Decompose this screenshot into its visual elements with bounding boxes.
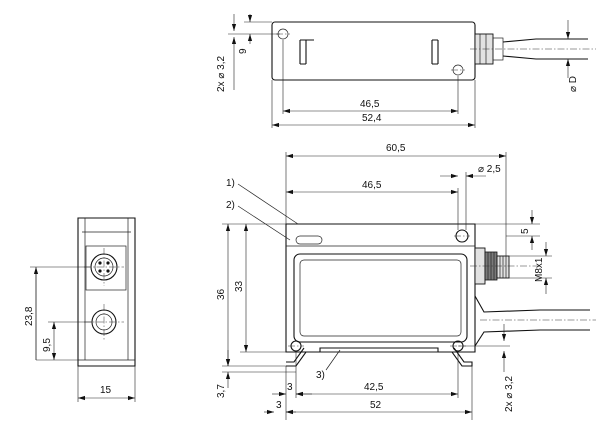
callout-1: 1) (226, 178, 235, 189)
top-dim-hole-spacing: 46,5 (360, 99, 380, 110)
top-view: 2x ⌀ 3,2 9 ⌀ D 46,5 52,4 (216, 14, 596, 128)
top-dim-hole-dia: 2x ⌀ 3,2 (216, 56, 227, 92)
front-view-body (77, 217, 136, 367)
top-dim-offset: 9 (238, 48, 249, 54)
callout-2: 2) (226, 200, 235, 211)
side-dim-inset-lower: 3 (276, 400, 282, 411)
front-dim-height-2: 9,5 (42, 338, 53, 352)
front-dim-height-1: 23,8 (24, 306, 35, 326)
callout-3: 3) (316, 370, 325, 381)
side-dim-overall-length: 60,5 (386, 143, 406, 154)
side-view-slot (295, 235, 323, 245)
side-dim-bottom-length: 52 (370, 400, 382, 411)
side-dim-thread: M8x1 (534, 257, 545, 282)
front-view-connector (85, 245, 127, 291)
front-view: 23,8 9,5 15 (24, 217, 136, 402)
top-view-slot-right (431, 39, 439, 65)
side-view: 1) 2) 3) 60,5 46,5 ⌀ 2,5 5 M8x1 (216, 143, 596, 420)
side-dim-bottom-hole-spacing: 42,5 (364, 382, 384, 393)
top-dim-cable-dia: ⌀ D (568, 76, 579, 92)
front-dim-width: 15 (100, 385, 112, 396)
side-dim-inset-upper: 3 (287, 382, 293, 393)
top-view-slot-left (299, 39, 314, 65)
top-view-body (271, 21, 476, 81)
side-view-window (293, 253, 468, 343)
side-dim-small-hole: ⌀ 2,5 (478, 164, 501, 175)
top-dim-length: 52,4 (362, 113, 382, 124)
side-dim-hole-spacing: 46,5 (362, 180, 382, 191)
side-dim-height-inner: 33 (234, 280, 245, 292)
side-view-cable (474, 295, 590, 347)
top-view-cable (502, 38, 588, 60)
side-dim-bottom-offset: 3,7 (216, 384, 227, 398)
side-dim-height-total: 36 (216, 288, 227, 300)
side-dim-mount-holes: 2x ⌀ 3,2 (504, 376, 515, 412)
side-dim-connector-offset: 5 (520, 228, 531, 234)
side-view-housing (285, 223, 476, 353)
